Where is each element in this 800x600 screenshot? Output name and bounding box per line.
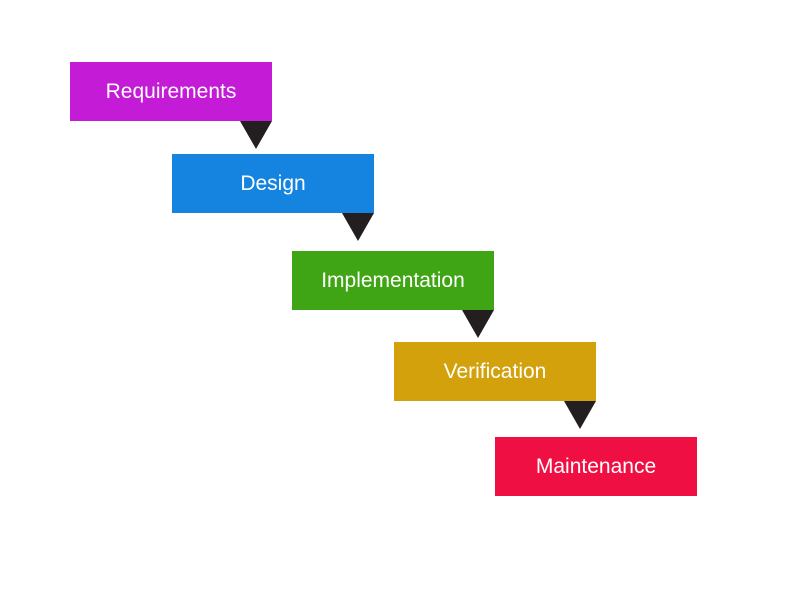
stage-design: Design [172, 154, 374, 213]
down-arrow-icon [462, 310, 494, 338]
stage-label: Maintenance [535, 454, 657, 478]
stage-label: Design [240, 171, 306, 195]
stage-label: Implementation [321, 268, 465, 292]
stage-requirements: Requirements [70, 62, 272, 121]
stage-verification: Verification [394, 342, 596, 401]
down-arrow-icon [342, 213, 374, 241]
down-arrow-icon [564, 401, 596, 429]
stage-label: Requirements [105, 79, 237, 103]
stage-implementation: Implementation [292, 251, 494, 310]
stage-label: Verification [443, 359, 547, 383]
down-arrow-icon [240, 121, 272, 149]
stage-maintenance: Maintenance [495, 437, 697, 496]
